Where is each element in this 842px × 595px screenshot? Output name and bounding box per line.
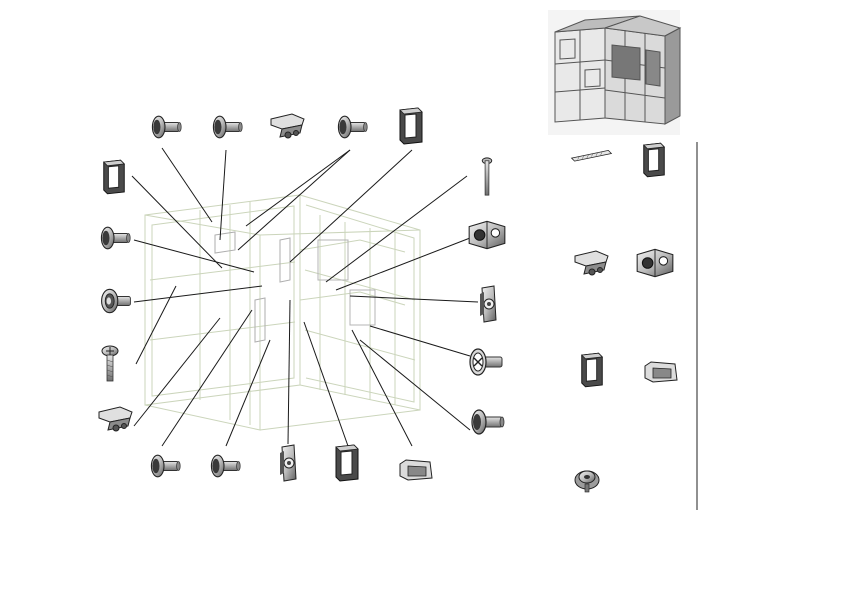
leader-line	[351, 329, 413, 447]
leader-line	[225, 339, 271, 447]
leader-line	[245, 149, 351, 227]
bolt-icon	[337, 115, 368, 139]
clamp-block-icon	[468, 220, 506, 250]
leader-line	[133, 285, 263, 303]
side-clip-icon	[479, 285, 497, 323]
clip-bracket-icon	[574, 250, 609, 276]
enclosure-thumbnail	[548, 10, 682, 135]
square-frame-icon	[581, 352, 603, 388]
bolt-icon	[471, 409, 505, 435]
leader-line	[135, 285, 177, 365]
square-frame-icon	[643, 142, 665, 178]
leader-line	[369, 325, 471, 357]
leader-line	[303, 321, 349, 447]
leader-line	[325, 175, 468, 283]
u-bracket-icon	[399, 459, 433, 481]
bolt-icon	[210, 454, 241, 478]
side-clip-icon	[279, 444, 297, 482]
bolt-icon	[151, 115, 182, 139]
leader-line	[359, 339, 471, 431]
bolt-icon	[212, 115, 243, 139]
parts-legend	[571, 142, 678, 493]
leader-line	[219, 149, 227, 241]
leader-line	[349, 295, 479, 303]
clip-bracket-icon	[270, 113, 305, 139]
leader-line	[161, 147, 213, 223]
leader-line	[161, 309, 253, 447]
u-bracket-icon	[644, 361, 678, 383]
leader-line	[289, 149, 413, 263]
washer-nut-icon	[574, 470, 600, 493]
clamp-block-icon	[636, 248, 674, 278]
threaded-rod-icon	[571, 149, 612, 162]
leader-line	[237, 149, 351, 251]
exploded-frame	[144, 194, 421, 431]
square-frame-icon	[103, 159, 125, 195]
clip-bracket-icon	[98, 406, 133, 432]
leader-line	[131, 175, 223, 269]
long-screw-icon	[481, 157, 493, 196]
leader-line	[133, 317, 221, 427]
square-frame-icon	[335, 444, 359, 482]
washer-bolt-icon	[100, 288, 131, 314]
flanged-bolt-icon	[469, 348, 503, 376]
leader-line	[287, 299, 291, 445]
bolt-icon	[100, 226, 131, 250]
square-frame-icon	[399, 107, 423, 145]
leader-lines	[131, 147, 479, 447]
leader-line	[133, 239, 255, 273]
bolt-icon	[150, 454, 181, 478]
leader-line	[335, 237, 471, 291]
screw-icon	[101, 345, 119, 382]
